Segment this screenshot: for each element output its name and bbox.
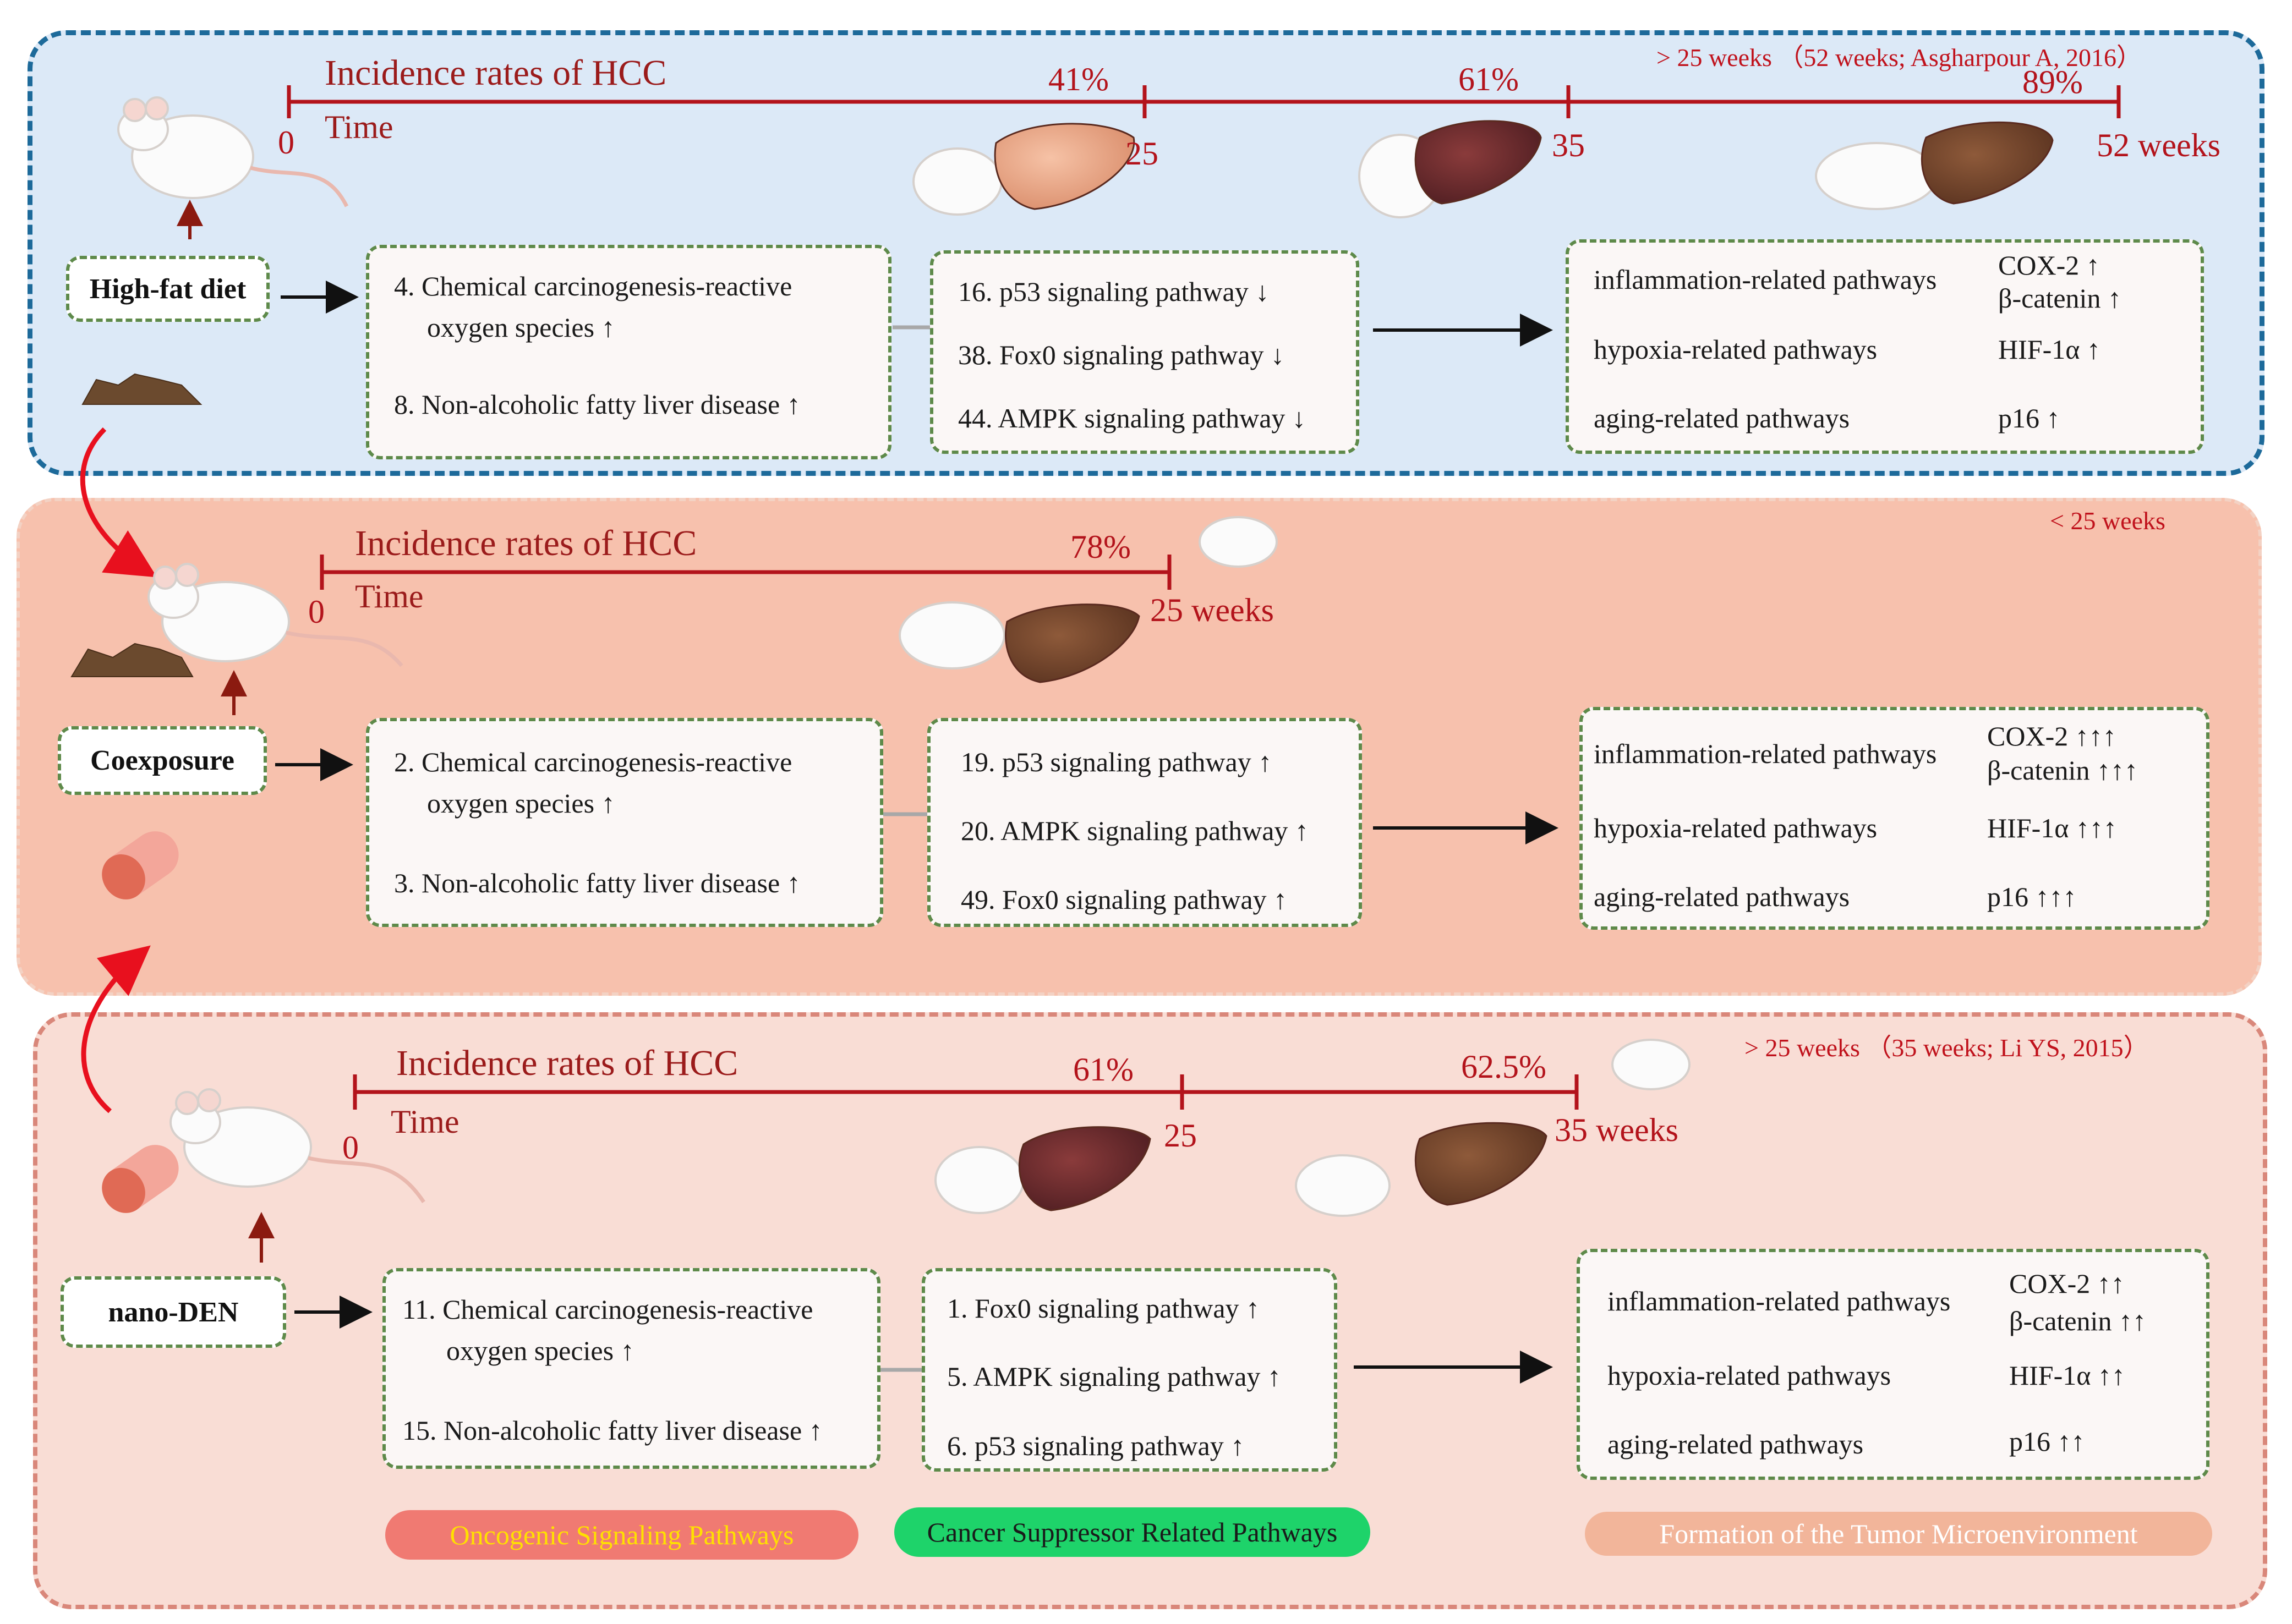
panel-2-start: 0 [308, 594, 325, 630]
panel-3-rate-2: 62.5% [1461, 1049, 1546, 1085]
mouse-illustrations [117, 96, 1938, 1217]
oncogenic-box-panel-2: 2. Chemical carcinogenesis-reactive oxyg… [366, 718, 883, 927]
liver-illustrations [994, 120, 2054, 1211]
tme-pathway: inflammation-related pathways [1594, 738, 1937, 769]
panel-1-tick-2: 35 [1552, 127, 1585, 163]
tme-pathway: aging-related pathways [1594, 403, 1850, 434]
tme-marker: p16 ↑ [1998, 403, 2060, 434]
legend-suppressor: Cancer Suppressor Related Pathways [894, 1507, 1370, 1557]
tme-marker: HIF-1α ↑↑ [2009, 1360, 2125, 1391]
tme-pathway: hypoxia-related pathways [1607, 1360, 1891, 1391]
panel-1-tick-3: 52 weeks [2097, 127, 2220, 163]
panel-2-tick-1: 25 weeks [1150, 592, 1274, 628]
panel-1-rate-3: 89% [2022, 64, 2083, 100]
suppressor-item: 19. p53 signaling pathway ↑ [961, 747, 1272, 777]
food-pellets-icon [70, 373, 203, 677]
oncogenic-box-panel-3: 11. Chemical carcinogenesis-reactive oxy… [382, 1268, 880, 1469]
oncogenic-item: oxygen species ↑ [427, 788, 615, 819]
panel-2-note: < 25 weeks [2050, 507, 2165, 535]
suppressor-item: 16. p53 signaling pathway ↓ [958, 276, 1270, 307]
oncogenic-box-panel-1: 4. Chemical carcinogenesis-reactive oxyg… [366, 245, 891, 459]
panel-1-note: > 25 weeks （52 weeks; Asgharpour A, 2016… [1656, 43, 2142, 72]
oncogenic-item: 11. Chemical carcinogenesis-reactive [402, 1294, 813, 1325]
panel-1-tick-1: 25 [1125, 135, 1158, 172]
timeline-panel-3 [353, 1074, 1579, 1110]
suppressor-item: 44. AMPK signaling pathway ↓ [958, 403, 1306, 434]
panel-3-time-label: Time [391, 1104, 460, 1140]
tme-pathway: aging-related pathways [1594, 881, 1850, 912]
suppressor-box-panel-1: 16. p53 signaling pathway ↓ 38. Fox0 sig… [930, 250, 1359, 454]
tme-marker: COX-2 ↑↑ [2009, 1268, 2125, 1299]
tme-pathway: hypoxia-related pathways [1594, 334, 1878, 365]
legend-oncogenic: Oncogenic Signaling Pathways [385, 1510, 858, 1560]
panel-1-start: 0 [278, 124, 294, 161]
tme-marker: p16 ↑↑↑ [1987, 881, 2077, 912]
tme-marker: β-catenin ↑↑ [2009, 1305, 2146, 1336]
tme-box-panel-3: inflammation-related pathways hypoxia-re… [1577, 1249, 2209, 1480]
suppressor-item: 1. Fox0 signaling pathway ↑ [947, 1293, 1260, 1324]
panel-3-tick-2: 35 weeks [1555, 1112, 1678, 1148]
panel-1-rate-2: 61% [1458, 61, 1519, 97]
tme-pathway: aging-related pathways [1607, 1429, 1864, 1460]
suppressor-box-panel-3: 1. Fox0 signaling pathway ↑ 5. AMPK sign… [922, 1268, 1337, 1472]
tme-marker: COX-2 ↑↑↑ [1987, 721, 2116, 751]
oncogenic-item: oxygen species ↑ [427, 312, 615, 343]
timeline-panel-2 [320, 555, 1172, 590]
tme-pathway: inflammation-related pathways [1594, 264, 1937, 295]
panel-1-title: Incidence rates of HCC [325, 53, 667, 93]
oncogenic-item: 8. Non-alcoholic fatty liver disease ↑ [394, 389, 801, 420]
suppressor-item: 38. Fox0 signaling pathway ↓ [958, 339, 1285, 370]
suppressor-item: 5. AMPK signaling pathway ↑ [947, 1361, 1281, 1392]
panel-3-start: 0 [342, 1129, 359, 1166]
tme-pathway: inflammation-related pathways [1607, 1286, 1951, 1316]
legend-tme: Formation of the Tumor Microenvironment [1585, 1512, 2212, 1556]
oncogenic-item: 2. Chemical carcinogenesis-reactive [394, 747, 792, 777]
tme-marker: p16 ↑↑ [2009, 1426, 2085, 1457]
tme-marker: HIF-1α ↑↑↑ [1987, 813, 2117, 843]
pill-icon [102, 831, 179, 1213]
oncogenic-item: 3. Non-alcoholic fatty liver disease ↑ [394, 868, 801, 898]
tme-pathway: hypoxia-related pathways [1594, 813, 1878, 843]
oncogenic-item: oxygen species ↑ [446, 1335, 634, 1366]
tme-marker: COX-2 ↑ [1998, 250, 2100, 281]
panel-3-note: > 25 weeks （35 weeks; Li YS, 2015） [1744, 1034, 2149, 1062]
oncogenic-item: 15. Non-alcoholic fatty liver disease ↑ [402, 1415, 823, 1446]
panel-1-rate-1: 41% [1048, 61, 1109, 97]
panel-3-rate-1: 61% [1073, 1051, 1134, 1088]
exposure-label-coexposure: Coexposure [58, 726, 267, 795]
suppressor-box-panel-2: 19. p53 signaling pathway ↑ 20. AMPK sig… [927, 718, 1362, 927]
exposure-label-high-fat-diet: High-fat diet [66, 256, 270, 322]
tme-box-panel-2: inflammation-related pathways hypoxia-re… [1579, 707, 2209, 930]
panel-2-time-label: Time [355, 578, 424, 615]
panel-3-title: Incidence rates of HCC [396, 1043, 739, 1083]
panel-3-tick-1: 25 [1164, 1117, 1197, 1154]
tme-marker: HIF-1α ↑ [1998, 334, 2100, 365]
timeline-panel-1 [287, 85, 2121, 118]
tme-box-panel-1: inflammation-related pathways hypoxia-re… [1566, 239, 2204, 454]
tme-marker: β-catenin ↑ [1998, 283, 2121, 314]
panel-2-title: Incidence rates of HCC [355, 523, 697, 563]
exposure-label-nano-den: nano-DEN [61, 1276, 286, 1348]
suppressor-item: 6. p53 signaling pathway ↑ [947, 1430, 1245, 1461]
tme-marker: β-catenin ↑↑↑ [1987, 755, 2138, 786]
suppressor-item: 20. AMPK signaling pathway ↑ [961, 815, 1309, 846]
oncogenic-item: 4. Chemical carcinogenesis-reactive [394, 271, 792, 301]
panel-1-time-label: Time [325, 109, 393, 145]
suppressor-item: 49. Fox0 signaling pathway ↑ [961, 884, 1288, 915]
panel-2-rate-1: 78% [1070, 529, 1131, 565]
